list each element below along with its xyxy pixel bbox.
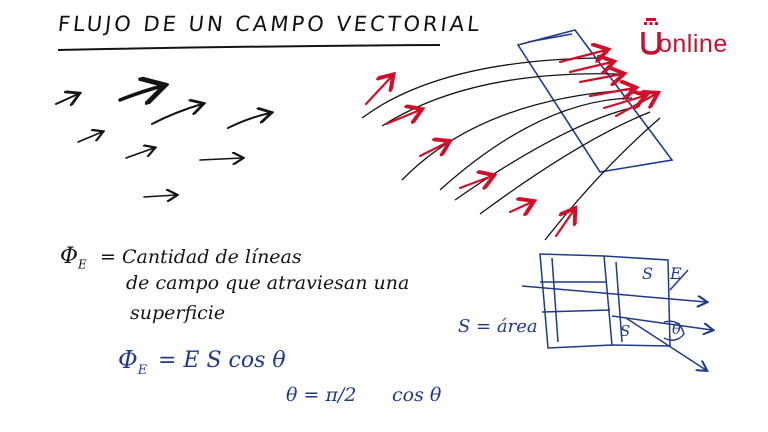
field-arrow — [126, 148, 154, 158]
definition-line-1: = Cantidad de líneas — [100, 246, 302, 268]
surface-sketch — [518, 30, 672, 172]
definition-line-3: superficie — [130, 302, 225, 324]
area-label: S = área — [458, 316, 538, 337]
field-arrow — [228, 113, 270, 128]
diagram-e-label: E — [670, 264, 682, 283]
phi-subscript: E — [78, 257, 87, 271]
definition-lhs: ΦE — [60, 244, 87, 271]
red-field-arrows — [366, 50, 656, 236]
diagram-s-label: S — [642, 264, 653, 283]
theta-cos: cos θ — [392, 384, 441, 406]
flux-phi-subscript: E — [138, 363, 148, 378]
flux-phi-symbol: Φ — [118, 346, 138, 374]
field-arrow — [56, 94, 78, 104]
field-arrow — [200, 158, 242, 160]
diagram-theta-label: θ — [672, 320, 681, 338]
field-arrow — [144, 195, 176, 197]
definition-line-2: de campo que atraviesan una — [126, 272, 409, 294]
flux-lhs: ΦE — [118, 346, 147, 378]
phi-symbol: Φ — [60, 244, 78, 269]
theta-equation: θ = π/2 — [286, 384, 356, 406]
flux-rhs: = E S cos θ — [158, 348, 286, 373]
field-arrow — [78, 132, 102, 142]
field-arrow — [120, 86, 162, 100]
diagram-s-vector-label: S — [620, 322, 630, 340]
flux-diagram — [522, 254, 712, 370]
vector-field-arrows — [56, 86, 270, 197]
field-arrow — [152, 104, 202, 124]
